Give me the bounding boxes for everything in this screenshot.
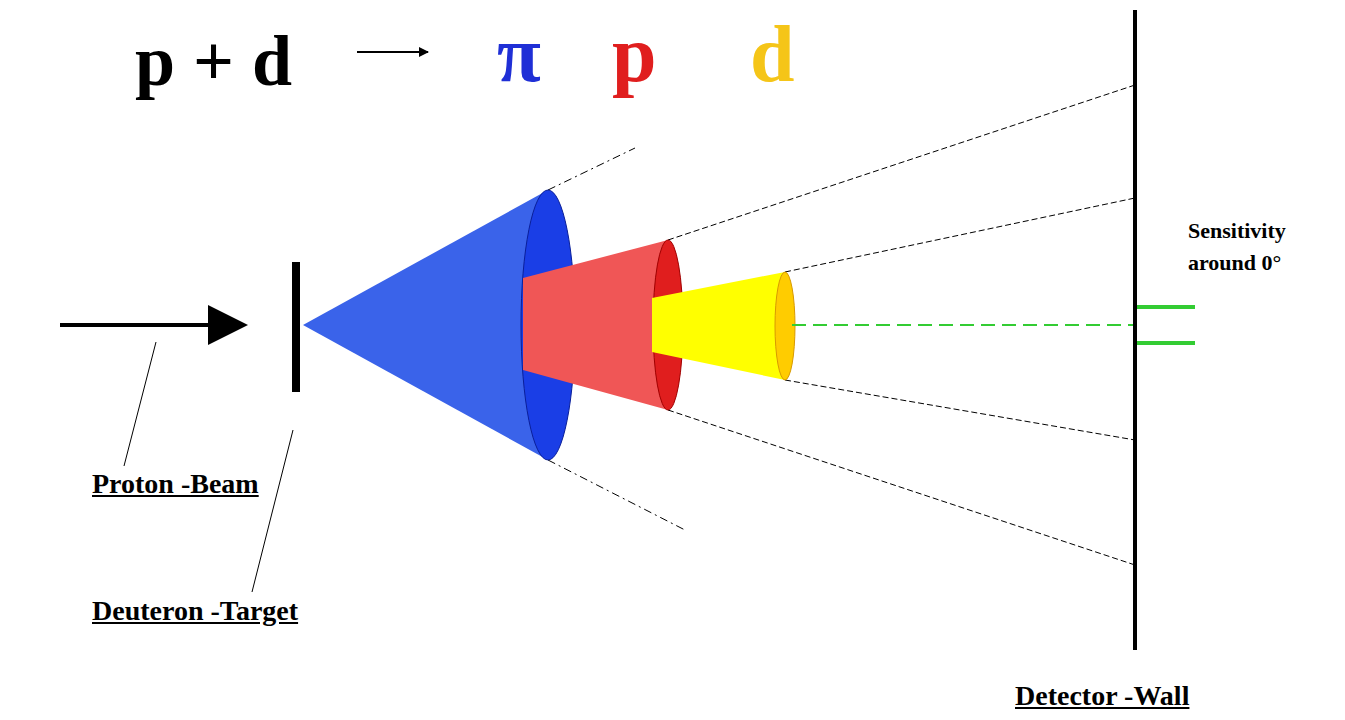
beam-arrow-shaft <box>60 323 214 327</box>
proton-symbol: p <box>612 14 657 94</box>
deuteron-symbol: d <box>750 14 795 94</box>
deuteron-cone <box>652 272 785 380</box>
pion-cone <box>303 190 548 460</box>
sensitivity-mark <box>1137 305 1195 309</box>
proton-cone-extension <box>668 85 1135 240</box>
reaction-equation: p + d <box>135 25 292 97</box>
sensitivity-mark <box>1137 341 1195 345</box>
sensitivity-note: Sensitivity around 0° <box>1188 215 1338 279</box>
detector-wall <box>1133 10 1137 650</box>
deuteron-cone-extension <box>785 380 1135 440</box>
target-bar <box>292 262 300 392</box>
leader-line <box>124 342 156 466</box>
wall-label: Detector -Wall <box>1015 682 1189 710</box>
pion-cone-extension <box>548 148 635 190</box>
beam-label: Proton -Beam <box>92 470 259 498</box>
leader-line <box>252 430 293 592</box>
beam-arrow-head <box>208 305 248 345</box>
proton-cone <box>523 240 668 410</box>
reaction-arrow <box>357 51 428 53</box>
pion-symbol: π <box>497 14 541 94</box>
target-label: Deuteron -Target <box>92 597 298 625</box>
deuteron-cone-extension <box>785 198 1135 272</box>
proton-cone-extension <box>668 410 1135 565</box>
pion-cone-extension <box>548 460 685 530</box>
zero-degree-axis <box>792 324 1133 326</box>
